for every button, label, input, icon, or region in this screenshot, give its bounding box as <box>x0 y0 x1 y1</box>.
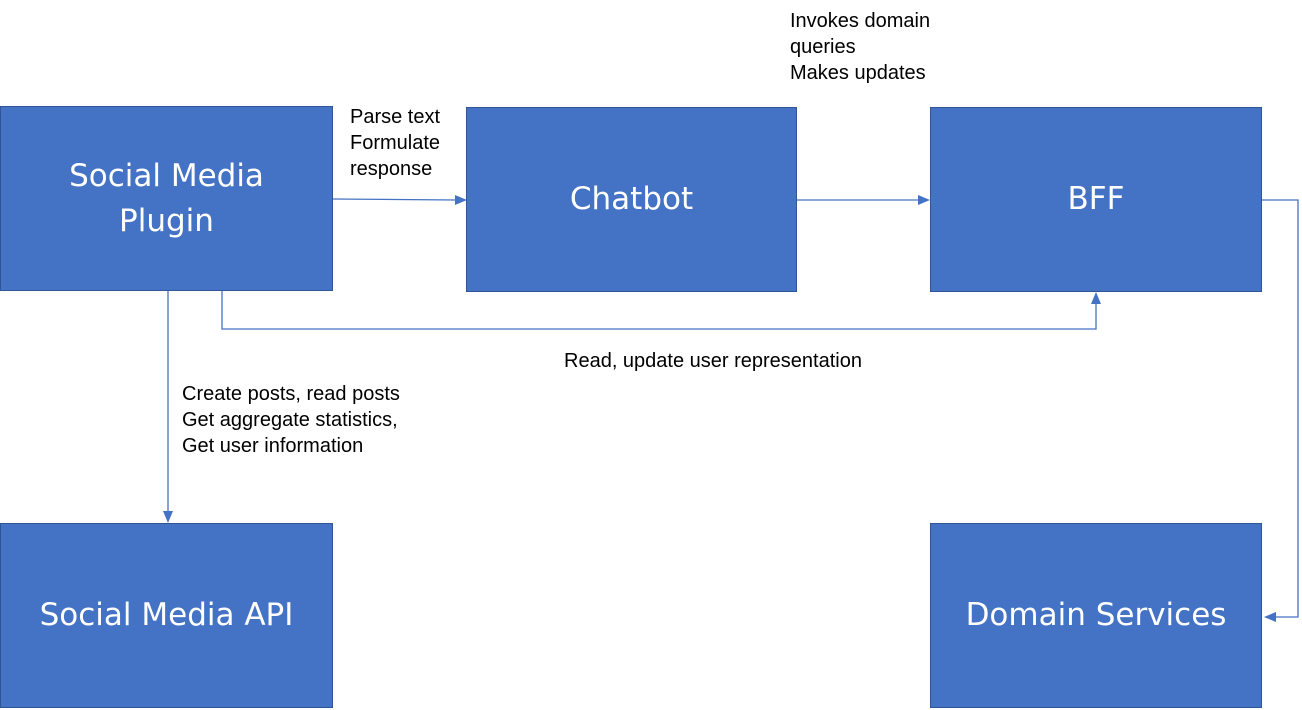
social-media-plugin-label: Social Media Plugin <box>69 157 264 239</box>
connector-plugin-to-bff <box>221 291 1097 330</box>
domain-services-label: Domain Services <box>965 597 1227 634</box>
chatbot-label: Chatbot <box>569 181 694 218</box>
plugin-to-api-caption: Create posts, read posts Get aggregate s… <box>182 381 400 459</box>
chatbot-to-bff-caption: Invokes domain queries Makes updates <box>790 8 930 86</box>
social-media-plugin-box: Social Media Plugin <box>0 106 333 291</box>
caption-line: Read, update user representation <box>564 350 862 372</box>
arrowhead-bff-left <box>918 195 930 205</box>
caption-line: Formulate <box>350 132 441 154</box>
caption-line: queries <box>790 36 856 58</box>
arrowhead-api <box>163 511 173 523</box>
caption-line: Invokes domain <box>790 10 931 32</box>
caption-line: Makes updates <box>790 62 926 84</box>
connector-plugin-to-chatbot <box>332 198 458 201</box>
arrowhead-domain <box>1264 612 1276 622</box>
social-media-api-box: Social Media API <box>0 523 333 708</box>
social-media-api-label: Social Media API <box>39 597 294 634</box>
caption-line: Get user information <box>182 435 364 457</box>
domain-services-box: Domain Services <box>930 523 1262 708</box>
caption-line: Get aggregate statistics, <box>182 409 398 431</box>
plugin-to-chatbot-caption: Parse text Formulate response <box>350 104 440 182</box>
chatbot-box: Chatbot <box>466 107 797 292</box>
caption-line: Parse text <box>350 106 441 128</box>
bff-box: BFF <box>930 107 1262 292</box>
bff-label: BFF <box>1067 181 1125 218</box>
caption-line: Create posts, read posts <box>182 383 400 405</box>
plugin-to-bff-caption: Read, update user representation <box>564 348 862 374</box>
connector-bff-to-domain <box>1262 199 1299 618</box>
arrowhead-bff-bottom <box>1091 292 1101 304</box>
caption-line: response <box>350 158 433 180</box>
